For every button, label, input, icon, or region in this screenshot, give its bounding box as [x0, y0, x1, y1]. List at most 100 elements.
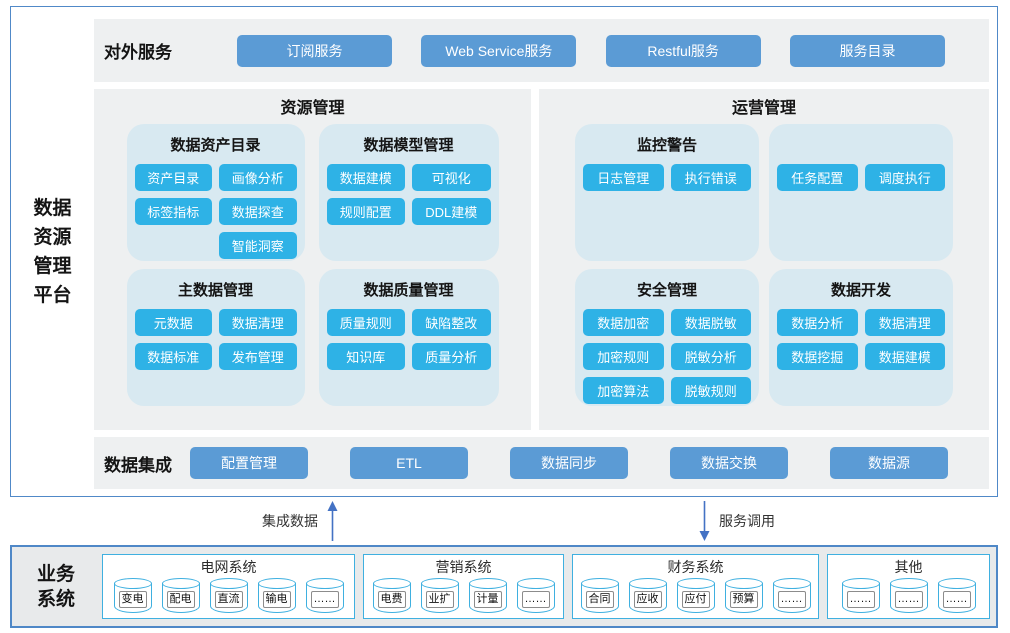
- cylinder-label: 计量: [473, 591, 502, 608]
- data-exchange-block: 数据交换: [670, 447, 788, 479]
- feature-block: 数据分析: [777, 309, 858, 336]
- platform-title: 数据 资源 管理 平台: [33, 197, 72, 306]
- subbox-grid: 数据加密 数据脱敏 加密规则 脱敏分析 加密算法 脱敏规则: [583, 309, 751, 404]
- flow-arrows-zone: 集成数据 服务调用: [0, 497, 1010, 545]
- feature-block: 执行错误: [670, 164, 751, 191]
- feature-block: 数据脱敏: [670, 309, 751, 336]
- database-cylinder: ……: [772, 578, 812, 614]
- database-cylinder: 应付: [676, 578, 716, 614]
- database-cylinder: 计量: [468, 578, 508, 614]
- feature-block: 资产目录: [134, 164, 212, 191]
- database-cylinder: ……: [937, 578, 977, 614]
- database-cylinder: 电费: [372, 578, 412, 614]
- subbox-grid: 数据分析 数据清理 数据挖掘 数据建模: [777, 309, 945, 370]
- master-data-management-box: 主数据管理 元数据 数据清理 数据标准 发布管理: [126, 269, 305, 406]
- cylinder-label: ……: [521, 591, 550, 608]
- up-arrow-icon: [327, 501, 338, 541]
- cylinder-label: ……: [894, 591, 923, 608]
- operation-management-panel: 运营管理 监控警告 日志管理 执行错误 任务配置 调度执行: [539, 89, 989, 430]
- subbox-title: 监控警告: [636, 137, 697, 154]
- data-integration-label: 数据集成: [104, 455, 172, 475]
- subbox-grid: 任务配置 调度执行: [777, 164, 945, 191]
- data-integration-buttons: 配置管理 ETL 数据同步 数据交换 数据源: [190, 447, 948, 479]
- cylinder-label: 应收: [633, 591, 662, 608]
- feature-block: 加密规则: [583, 343, 664, 370]
- feature-block: 数据清理: [864, 309, 945, 336]
- database-cylinder: ……: [841, 578, 881, 614]
- feature-block: 智能洞察: [219, 232, 297, 259]
- subbox-title: 数据模型管理: [363, 137, 454, 154]
- data-sync-block: 数据同步: [510, 447, 628, 479]
- feature-block: 知识库: [326, 343, 405, 370]
- subbox-grid: 资产目录 画像分析 标签指标 数据探查 智能洞察: [134, 164, 297, 259]
- cylinder-top-shape: [209, 578, 248, 589]
- database-cylinder: 应收: [628, 578, 668, 614]
- database-cylinder: ……: [889, 578, 929, 614]
- task-scheduling-box: 任务配置 调度执行: [769, 124, 953, 261]
- cylinder-label: 电费: [377, 591, 406, 608]
- feature-block: 画像分析: [219, 164, 297, 191]
- finance-system-group: 财务系统 合同 应收 应付 预算 ……: [572, 554, 819, 619]
- feature-block: 加密算法: [583, 377, 664, 404]
- database-cylinder: 直流: [209, 578, 249, 614]
- feature-block: 数据标准: [134, 343, 212, 370]
- external-services-label: 对外服务: [104, 43, 172, 62]
- cylinder-top-shape: [772, 578, 811, 589]
- service-call-label: 服务调用: [719, 513, 775, 529]
- integrate-data-flow: 集成数据: [262, 497, 338, 545]
- group-title: 其他: [894, 559, 923, 575]
- feature-block: 发布管理: [219, 343, 297, 370]
- cylinder-label: 变电: [118, 591, 147, 608]
- feature-block: 质量分析: [412, 343, 491, 370]
- feature-block: 数据建模: [326, 164, 405, 191]
- feature-block: 数据建模: [864, 343, 945, 370]
- database-cylinder: 业扩: [420, 578, 460, 614]
- cylinder-label: ……: [777, 591, 806, 608]
- feature-block: 数据加密: [583, 309, 664, 336]
- cylinder-row: …… …… ……: [832, 577, 985, 616]
- middle-panels: 资源管理 数据资产目录 资产目录 画像分析 标签指标 数据探查 智能洞察: [94, 89, 989, 430]
- cylinder-label: 直流: [214, 591, 243, 608]
- cylinder-label: 应付: [681, 591, 710, 608]
- feature-block: 数据清理: [219, 309, 297, 336]
- feature-block: 数据探查: [219, 198, 297, 225]
- business-systems-container: 业务 系统 电网系统 变电 配电 直流 输电 …… 营销系统 电费 业扩 计量 …: [10, 545, 998, 628]
- data-asset-catalog-box: 数据资产目录 资产目录 画像分析 标签指标 数据探查 智能洞察: [126, 124, 305, 261]
- security-management-box: 安全管理 数据加密 数据脱敏 加密规则 脱敏分析 加密算法 脱敏规则: [575, 269, 759, 406]
- cylinder-top-shape: [516, 578, 555, 589]
- feature-block: 任务配置: [777, 164, 858, 191]
- feature-block: 质量规则: [326, 309, 405, 336]
- external-services-band: 对外服务 订阅服务 Web Service服务 Restful服务 服务目录: [94, 19, 989, 82]
- cylinder-top-shape: [580, 578, 619, 589]
- platform-content: 对外服务 订阅服务 Web Service服务 Restful服务 服务目录 资…: [94, 7, 997, 496]
- cylinder-row: 变电 配电 直流 输电 ……: [107, 577, 350, 616]
- database-cylinder: 变电: [113, 578, 153, 614]
- service-call-flow: 服务调用: [699, 497, 775, 545]
- feature-block: 可视化: [412, 164, 491, 191]
- cylinder-top-shape: [628, 578, 667, 589]
- monitoring-alert-box: 监控警告 日志管理 执行错误: [575, 124, 759, 261]
- cylinder-label: 业扩: [425, 591, 454, 608]
- resource-management-panel: 资源管理 数据资产目录 资产目录 画像分析 标签指标 数据探查 智能洞察: [94, 89, 531, 430]
- cylinder-label: 输电: [262, 591, 291, 608]
- feature-block: 日志管理: [583, 164, 664, 191]
- cylinder-top-shape: [257, 578, 296, 589]
- subbox-title: 数据质量管理: [363, 282, 454, 299]
- feature-block: 脱敏规则: [670, 377, 751, 404]
- business-systems-title: 业务 系统: [36, 563, 75, 610]
- subbox-grid: 日志管理 执行错误: [583, 164, 751, 191]
- cylinder-label: ……: [846, 591, 875, 608]
- data-model-management-box: 数据模型管理 数据建模 可视化 规则配置 DDL建模: [318, 124, 499, 261]
- cylinder-top-shape: [113, 578, 152, 589]
- database-cylinder: 预算: [724, 578, 764, 614]
- database-cylinder: ……: [305, 578, 345, 614]
- down-arrow-icon: [699, 501, 710, 541]
- operation-panel-grid: 监控警告 日志管理 执行错误 任务配置 调度执行: [539, 124, 989, 406]
- restful-service-block: Restful服务: [605, 34, 761, 67]
- database-cylinder: ……: [516, 578, 556, 614]
- subbox-title: 数据资产目录: [170, 137, 261, 154]
- database-cylinder: 合同: [580, 578, 620, 614]
- marketing-system-group: 营销系统 电费 业扩 计量 ……: [363, 554, 564, 619]
- resource-panel-title: 资源管理: [280, 100, 345, 117]
- subbox-title: 主数据管理: [177, 282, 253, 299]
